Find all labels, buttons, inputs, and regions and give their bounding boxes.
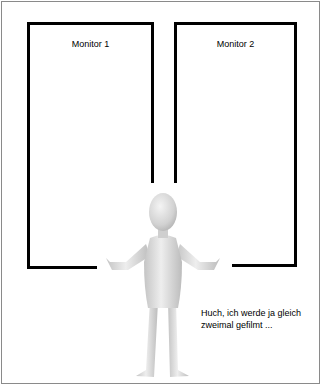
- monitor-label: Monitor 1: [30, 39, 151, 49]
- monitor-label: Monitor 2: [177, 39, 294, 49]
- speech-note: Huch, ich werde ja gleich zweimal gefilm…: [201, 307, 305, 331]
